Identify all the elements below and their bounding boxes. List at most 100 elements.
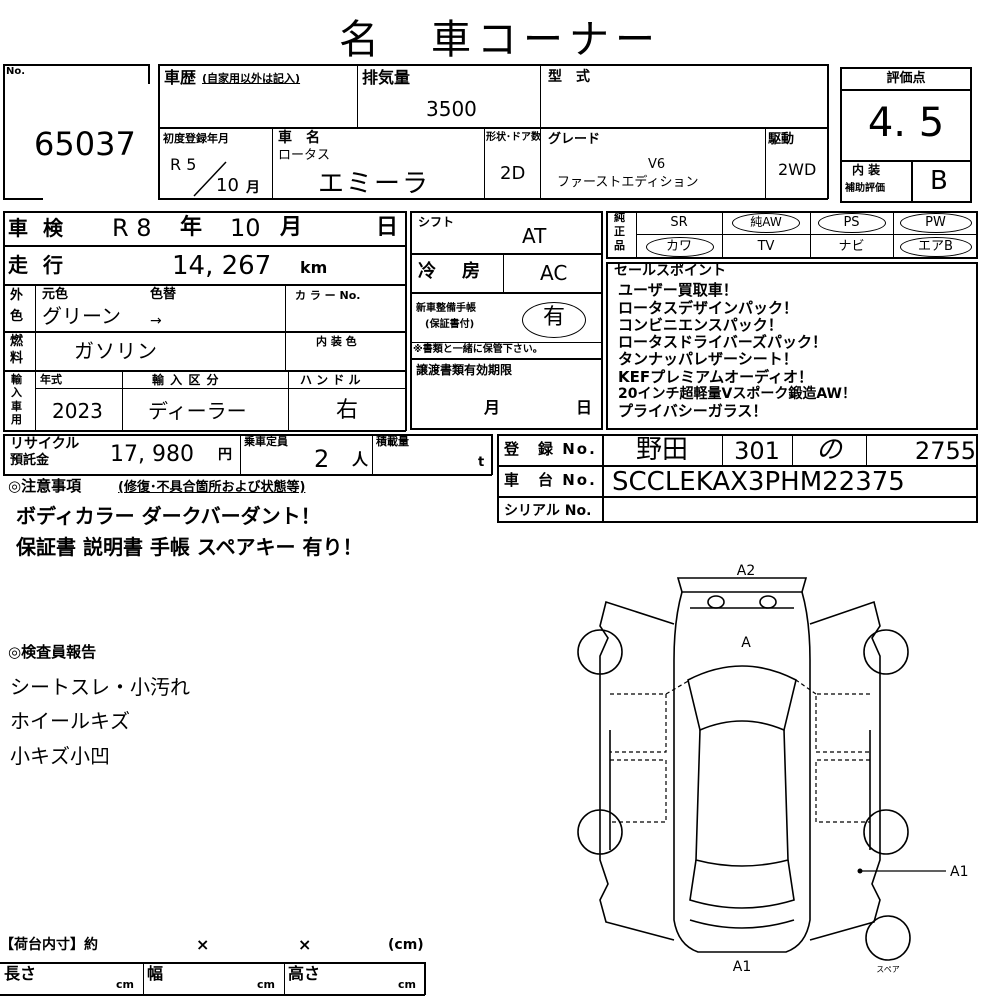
sales-point: プライバシーガラス！ bbox=[618, 402, 768, 420]
equip-airbag: エアB bbox=[918, 239, 953, 254]
import-type: ディーラー bbox=[148, 399, 247, 423]
equip-side-1: 純 bbox=[614, 211, 625, 224]
equip-side-2: 正 bbox=[614, 225, 625, 238]
note-line: ボディカラー ダークバーダント！ bbox=[16, 504, 321, 528]
note-line: 保証書 説明書 手帳 スペアキー 有り！ bbox=[16, 535, 363, 559]
equip-pw: PW bbox=[925, 215, 946, 230]
body-value: 2D bbox=[500, 163, 526, 184]
inspector-line: シートスレ・小汚れ bbox=[10, 675, 190, 699]
displacement-value: 3500 bbox=[426, 97, 477, 121]
body-label: 形状･ドア数 bbox=[486, 132, 541, 143]
shift-label: シフト bbox=[418, 215, 455, 229]
equip-oval-aw bbox=[732, 213, 800, 233]
inspection-label: 車 検 bbox=[8, 216, 67, 240]
inspection-month: 10 bbox=[230, 214, 261, 242]
equip-oval-airbag bbox=[900, 237, 972, 257]
equip-oval-kawa bbox=[646, 237, 714, 257]
model-label: 型 式 bbox=[548, 69, 590, 85]
cargo-unit: (cm) bbox=[388, 937, 424, 953]
cargo-height-unit: cm bbox=[398, 978, 416, 991]
sales-point: ユーザー買取車！ bbox=[618, 281, 738, 299]
inspection-era: R 8 bbox=[112, 214, 152, 242]
load-label: 積載量 bbox=[376, 435, 409, 448]
notes-label-sub: (修復･不具合箇所および状態等) bbox=[118, 480, 306, 495]
handle-label: ハ ン ド ル bbox=[300, 373, 361, 387]
color-side-1: 外 bbox=[10, 288, 24, 303]
sales-points-label: セールスポイント bbox=[614, 263, 726, 279]
shift-value: AT bbox=[522, 224, 547, 248]
interior-grade: B bbox=[930, 166, 948, 196]
registration-class: 301 bbox=[734, 437, 780, 465]
grade-line1: V6 bbox=[648, 157, 666, 172]
diagram-label-bottom: A1 bbox=[733, 959, 751, 975]
recycle-value: 17, 980 bbox=[110, 442, 194, 467]
chassis-label: 車 台 No. bbox=[504, 471, 597, 489]
notes-label: ◎注意事項 bbox=[8, 477, 82, 495]
cargo-times-2: × bbox=[298, 935, 312, 954]
registration-kana: の bbox=[815, 435, 842, 465]
stock-no-label: No. bbox=[6, 66, 26, 77]
displacement-label: 排気量 bbox=[362, 68, 411, 87]
interior-color-label: 内 装 色 bbox=[316, 335, 357, 348]
capacity-value: 2 bbox=[314, 445, 330, 473]
color-side-2: 色 bbox=[10, 309, 24, 324]
history-note: (自家用以外は記入) bbox=[202, 72, 301, 85]
capacity-unit: 人 bbox=[352, 450, 369, 469]
aircon-value: AC bbox=[540, 261, 568, 285]
fuel-value: ガソリン bbox=[74, 339, 158, 363]
warranty-note: ※書類と一緒に保管下さい。 bbox=[413, 344, 543, 355]
transfer-label: 譲渡書類有効期限 bbox=[416, 363, 513, 377]
aircon-label: 冷 房 bbox=[418, 261, 484, 282]
mileage-value: 14, 267 bbox=[172, 251, 272, 281]
equip-oval-ps bbox=[818, 213, 886, 233]
rating-score: 4. 5 bbox=[867, 100, 945, 146]
first-reg-month-unit: 月 bbox=[246, 180, 260, 196]
inspector-label: ◎検査員報告 bbox=[8, 643, 97, 661]
chassis-value: SCCLEKAX3PHM22375 bbox=[612, 467, 905, 497]
inspector-line: 小キズ小凹 bbox=[10, 744, 110, 768]
diagram-label-right: A1 bbox=[950, 864, 968, 880]
equip-side-3: 品 bbox=[614, 239, 625, 252]
sales-point: ロータスデザインパック！ bbox=[618, 299, 799, 317]
cargo-times-1: × bbox=[196, 935, 210, 954]
equip-aw: 純AW bbox=[750, 215, 782, 229]
diagram-label-spare: スペア bbox=[876, 965, 899, 974]
recycle-label-1: リサイクル bbox=[10, 436, 80, 452]
color-arrow: → bbox=[150, 313, 162, 329]
equip-kawa: カワ bbox=[665, 239, 692, 254]
color-no-label: カ ラ ー No. bbox=[295, 289, 361, 302]
equip-oval-pw bbox=[900, 213, 972, 233]
handle-value: 右 bbox=[336, 398, 359, 423]
car-name-label: 車 名 bbox=[278, 130, 320, 146]
mileage-label: 走 行 bbox=[8, 253, 67, 277]
fuel-side-2: 料 bbox=[10, 351, 24, 366]
cargo-width-label: 幅 bbox=[147, 964, 164, 983]
import-side-4: 用 bbox=[11, 413, 22, 426]
car-name: エミーラ bbox=[318, 169, 431, 199]
diagram-label-top: A2 bbox=[737, 563, 755, 579]
equip-navi: ナビ bbox=[838, 239, 865, 254]
load-unit: t bbox=[478, 455, 485, 470]
cargo-length-unit: cm bbox=[116, 978, 134, 991]
car-maker: ロータス bbox=[278, 148, 331, 163]
grade-line2: ファーストエディション bbox=[557, 175, 699, 190]
car-damage-diagram: A2 A A1 A1 スペア bbox=[577, 563, 968, 975]
diagram-label-roof: A bbox=[741, 635, 751, 651]
equip-sr: SR bbox=[670, 215, 688, 230]
interior-label-1: 内 装 bbox=[852, 163, 881, 177]
equip-tv: TV bbox=[757, 239, 775, 254]
slash-divider bbox=[193, 161, 227, 197]
first-reg-month: 10 bbox=[216, 175, 239, 196]
registration-place: 野田 bbox=[635, 435, 688, 465]
transfer-month-unit: 月 bbox=[484, 398, 501, 417]
warranty-label-1: 新車整備手帳 bbox=[416, 303, 476, 314]
registration-number: 2755 bbox=[914, 437, 976, 465]
sales-point: ロータスドライバーズパック！ bbox=[618, 333, 827, 351]
inspector-line: ホイールキズ bbox=[10, 709, 130, 733]
cargo-label: 【荷台内寸】約 bbox=[0, 937, 98, 953]
cargo-length-label: 長さ bbox=[4, 964, 37, 983]
import-year-label: 年式 bbox=[40, 373, 62, 386]
warranty-oval bbox=[522, 302, 586, 338]
sales-point: KEFプレミアムオーディオ！ bbox=[618, 368, 814, 386]
page-title: 名 車コーナー bbox=[339, 17, 661, 63]
